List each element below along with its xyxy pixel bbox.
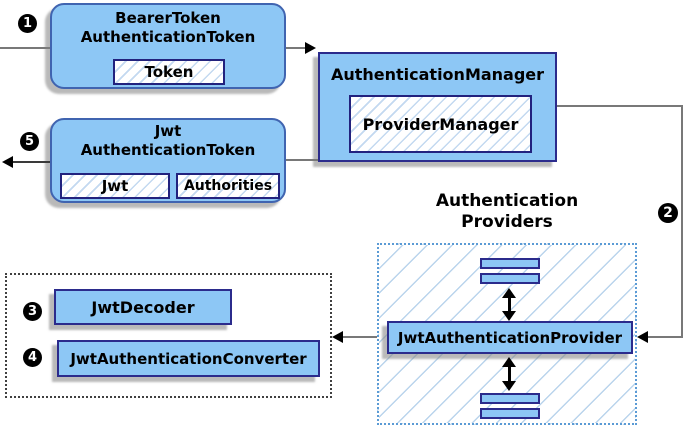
bearer-token-title-line1: BearerToken — [115, 9, 221, 27]
other-provider-bar-top-2 — [480, 273, 540, 284]
step-5-badge: 5 — [20, 132, 39, 151]
provider-manager-label: ProviderManager — [362, 114, 519, 134]
decoder-converter-group: 3 JwtDecoder 4 JwtAuthenticationConverte… — [5, 273, 332, 398]
bearer-to-manager-arrowhead-icon — [305, 42, 316, 54]
provider-to-converters-arrowhead-icon — [332, 331, 343, 343]
step-5-number: 5 — [24, 134, 35, 149]
manager-to-provider-arrowhead-icon — [637, 331, 648, 343]
jwt-decoder-label: JwtDecoder — [91, 297, 195, 317]
outgoing-result-arrowhead-icon — [2, 156, 13, 168]
step-2-number: 2 — [663, 205, 673, 221]
jwt-authentication-token-node: Jwt AuthenticationToken Jwt Authorities — [50, 118, 286, 203]
bearer-token-title: BearerToken AuthenticationToken — [52, 9, 284, 47]
bearer-token-title-line2: AuthenticationToken — [80, 28, 256, 46]
jwt-decoder-node: JwtDecoder — [54, 289, 232, 325]
authentication-manager-node: AuthenticationManager ProviderManager — [318, 52, 557, 162]
step-1-number: 1 — [22, 16, 33, 31]
authentication-providers-label-line1: Authentication — [435, 191, 579, 211]
other-provider-bar-top-1 — [480, 258, 540, 269]
step-4-number: 4 — [27, 350, 38, 365]
bearer-token-authentication-token-node: BearerToken AuthenticationToken Token — [50, 3, 286, 89]
step-3-number: 3 — [27, 304, 38, 319]
jwt-chip-label: Jwt — [101, 177, 129, 195]
authorities-chip: Authorities — [176, 173, 280, 199]
provider-top-double-arrow-icon — [502, 288, 516, 321]
bearer-to-manager-line — [286, 47, 308, 49]
jwt-authentication-converter-node: JwtAuthenticationConverter — [57, 340, 320, 377]
jwt-chip: Jwt — [60, 173, 170, 199]
jwt-token-title-line2: AuthenticationToken — [80, 141, 256, 159]
step-4-badge: 4 — [23, 348, 42, 367]
manager-to-provider-line-top — [557, 105, 683, 107]
authentication-manager-title: AuthenticationManager — [330, 65, 545, 84]
token-chip: Token — [113, 59, 225, 85]
jwt-authentication-provider-label: JwtAuthenticationProvider — [397, 328, 623, 347]
other-provider-bar-bottom-1 — [480, 393, 540, 404]
step-2-badge: 2 — [658, 203, 678, 223]
authorities-chip-label: Authorities — [183, 178, 273, 194]
authentication-providers-label-line2: Providers — [461, 212, 553, 232]
other-provider-bar-bottom-2 — [480, 408, 540, 419]
provider-manager-chip: ProviderManager — [349, 95, 532, 153]
step-3-badge: 3 — [23, 302, 42, 321]
incoming-request-line — [0, 47, 50, 49]
manager-to-provider-line-bottom — [648, 336, 682, 338]
step-1-badge: 1 — [18, 14, 37, 33]
jwt-token-title: Jwt AuthenticationToken — [52, 122, 284, 160]
jwt-authentication-provider-node: JwtAuthenticationProvider — [387, 321, 633, 354]
token-chip-label: Token — [144, 63, 194, 81]
jwt-authentication-converter-label: JwtAuthenticationConverter — [70, 349, 307, 368]
authentication-providers-label: Authentication Providers — [417, 191, 597, 233]
authentication-providers-group: JwtAuthenticationProvider — [377, 243, 637, 425]
provider-bottom-double-arrow-icon — [502, 357, 516, 391]
manager-to-provider-line-vertical — [681, 105, 683, 338]
jwt-token-title-line1: Jwt — [154, 122, 182, 140]
manager-to-jwt-token-line — [286, 159, 318, 161]
provider-to-converters-line — [341, 336, 377, 338]
outgoing-result-line — [9, 161, 50, 163]
